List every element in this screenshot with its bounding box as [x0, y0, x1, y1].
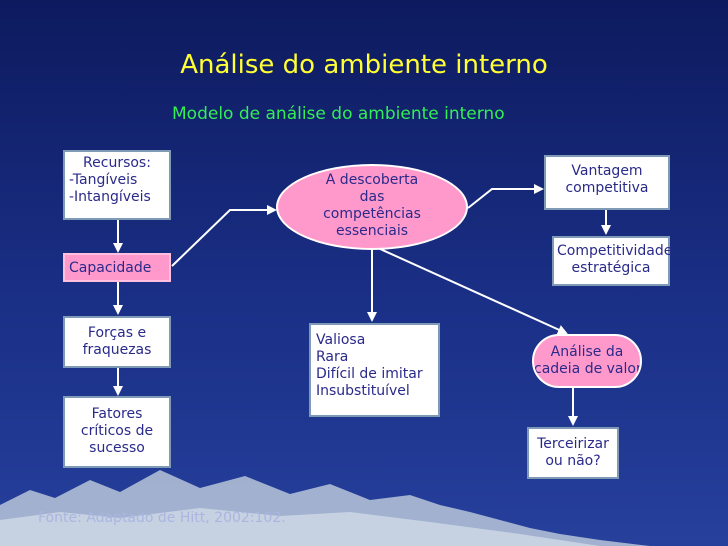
- arrow-capacidade-descoberta: [171, 205, 277, 267]
- capacidade-box: Capacidade: [63, 253, 171, 282]
- forcas-fraquezas-box: Forças e fraquezas: [63, 316, 171, 368]
- recursos-box: Recursos: -Tangíveis -Intangíveis: [63, 150, 171, 220]
- terceirizar-box: Terceirizar ou não?: [527, 427, 619, 479]
- descoberta-oval: A descoberta das competências essenciais: [276, 164, 468, 250]
- fatores-criticos-box: Fatores críticos de sucesso: [63, 396, 171, 468]
- cadeia-valor-oval: Análise da cadeia de valor: [532, 334, 642, 388]
- arrow-descoberta-vantagem: [467, 184, 544, 209]
- competitividade-estrategica-box: Competitividade estratégica: [552, 236, 672, 286]
- arrow-descoberta-cadeia: [377, 247, 568, 335]
- vantagem-competitiva-box: Vantagem competitiva: [544, 155, 670, 210]
- page-subtitle: Modelo de análise do ambiente interno: [172, 104, 505, 124]
- criterios-box: Valiosa Rara Difícil de imitar Insubstit…: [309, 323, 440, 417]
- page-title: Análise do ambiente interno: [180, 50, 548, 80]
- source-footer: Fonte: Adaptado de Hitt, 2002:102.: [38, 510, 286, 526]
